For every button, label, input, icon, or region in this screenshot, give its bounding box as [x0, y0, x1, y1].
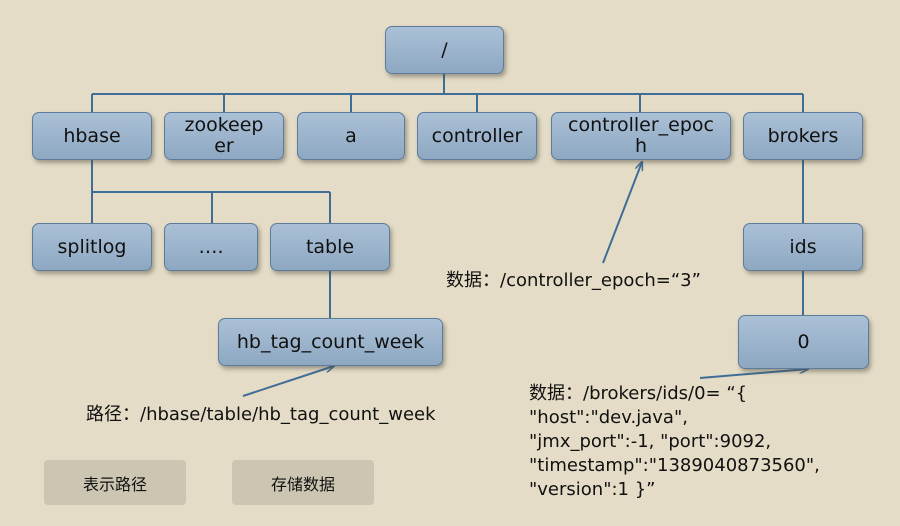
controller-epoch-data-note: 数据：/controller_epoch=“3” [446, 270, 701, 291]
node-a[interactable]: a [297, 112, 405, 160]
arrow-to-controller-epoch [602, 162, 642, 264]
node-zero[interactable]: 0 [738, 315, 869, 369]
store-data-button[interactable]: 存储数据 [232, 460, 374, 505]
node-zookeeper[interactable]: zookeeper [164, 112, 284, 160]
node-root[interactable]: / [385, 26, 504, 74]
arrow-to-hb-tag-count-week [242, 366, 334, 397]
node-ids[interactable]: ids [743, 223, 863, 271]
node-ellipsis[interactable]: …. [164, 223, 258, 271]
node-table[interactable]: table [270, 223, 390, 271]
show-path-button[interactable]: 表示路径 [44, 460, 186, 505]
arrow-to-zero [699, 369, 808, 379]
node-hbase[interactable]: hbase [32, 112, 152, 160]
path-label-note: 路径：/hbase/table/hb_tag_count_week [86, 404, 436, 425]
node-controller[interactable]: controller [417, 112, 537, 160]
node-hb-tag-count-week[interactable]: hb_tag_count_week [218, 318, 443, 366]
node-controller-epoch[interactable]: controller_epoch [551, 112, 731, 160]
broker-data-note: 数据：/brokers/ids/0= “{ "host":"dev.java",… [529, 383, 820, 500]
node-splitlog[interactable]: splitlog [32, 223, 152, 271]
node-brokers[interactable]: brokers [743, 112, 863, 160]
